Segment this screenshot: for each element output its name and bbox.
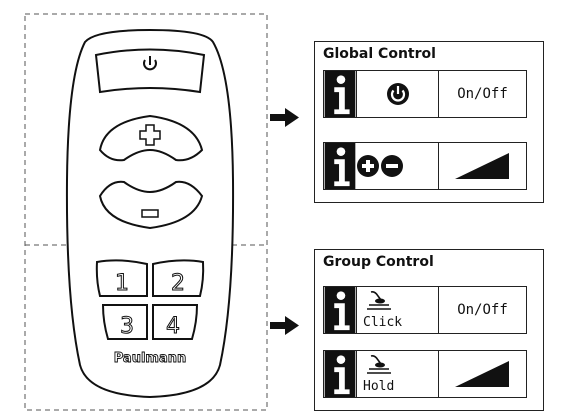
remote-group-button-4[interactable]: 4: [152, 304, 199, 340]
info-icon: [324, 287, 356, 333]
finger-press-icon: [367, 355, 391, 374]
power-value: On/Off: [438, 71, 526, 117]
dimming-ramp-icon: [454, 361, 509, 387]
power-icon: [143, 56, 157, 71]
group-control-row-click: Click On/Off: [323, 286, 527, 334]
group-power-value: On/Off: [438, 287, 526, 333]
remote-dashed-frame: [24, 13, 268, 411]
info-icon: [324, 351, 356, 397]
group-control-row-hold: Hold: [323, 350, 527, 398]
hold-label: Hold: [363, 379, 395, 394]
info-icon: [324, 143, 356, 189]
plus-minus-cell: [356, 143, 438, 189]
global-control-row-dim: [323, 142, 527, 190]
group-button-1-label: 1: [115, 271, 129, 296]
group-button-2-label: 2: [171, 271, 185, 296]
remote-group-button-2[interactable]: 2: [152, 259, 205, 297]
global-control-title: Global Control: [323, 46, 436, 62]
click-label: Click: [363, 315, 403, 330]
group-button-3-label: 3: [120, 314, 134, 339]
remote-brand-label: Paulmann: [114, 351, 187, 366]
minus-icon: [141, 209, 159, 218]
global-control-panel: Global Control On/Off: [314, 41, 544, 203]
plus-icon: [139, 124, 161, 146]
dimming-ramp-icon: [454, 153, 509, 179]
arrow-global-icon: [270, 108, 299, 127]
remote-minus-button[interactable]: [98, 180, 204, 230]
plus-minus-icon: [357, 155, 403, 177]
global-control-row-power: On/Off: [323, 70, 527, 118]
group-button-4-label: 4: [166, 314, 180, 339]
info-icon: [324, 71, 356, 117]
remote-group-button-1[interactable]: 1: [95, 259, 148, 297]
group-control-title: Group Control: [323, 254, 434, 270]
dim-ramp-cell: [438, 143, 526, 189]
finger-press-icon: [367, 291, 391, 310]
remote-plus-button[interactable]: [98, 114, 204, 162]
remote-group-button-3[interactable]: 3: [101, 304, 148, 340]
remote-power-button[interactable]: [94, 48, 206, 94]
hold-cell: Hold: [356, 351, 438, 397]
power-icon: [387, 83, 409, 105]
arrow-group-icon: [270, 316, 299, 335]
click-cell: Click: [356, 287, 438, 333]
group-control-panel: Group Control Click On/Off: [314, 249, 544, 411]
power-cell: [356, 71, 438, 117]
group-dim-ramp-cell: [438, 351, 526, 397]
